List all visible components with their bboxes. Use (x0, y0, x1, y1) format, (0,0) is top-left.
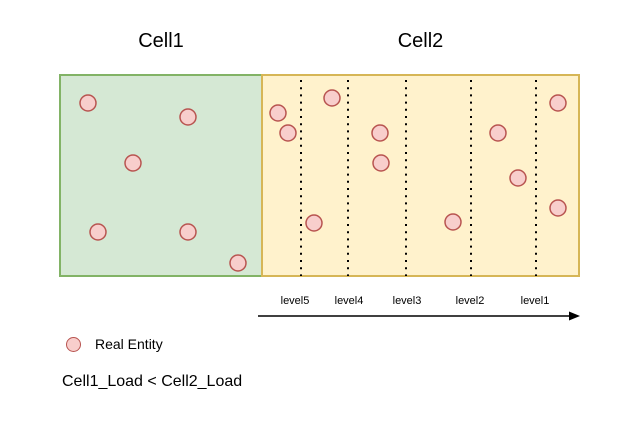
level-label-level4: level4 (335, 295, 364, 307)
entity-dot (509, 169, 527, 187)
cell2-region (261, 74, 580, 277)
entity-dot (372, 154, 390, 172)
entity-dot (79, 94, 97, 112)
entity-dot (489, 124, 507, 142)
load-comparison-text: Cell1_Load < Cell2_Load (62, 373, 243, 390)
legend-label: Real Entity (95, 336, 163, 352)
level-axis-arrowhead-icon (569, 311, 580, 321)
entity-dot (124, 154, 142, 172)
entity-dot (371, 124, 389, 142)
entity-dot (279, 124, 297, 142)
entity-dot (229, 254, 247, 272)
entity-dot (179, 108, 197, 126)
cell2-title: Cell2 (397, 30, 444, 52)
entity-dot (305, 214, 323, 232)
level-label-level5: level5 (281, 295, 310, 307)
entity-dot (179, 223, 197, 241)
legend: Real Entity (66, 336, 163, 352)
entity-dot (549, 199, 567, 217)
entity-dot (269, 104, 287, 122)
entity-dot (549, 94, 567, 112)
entity-dot (444, 213, 462, 231)
level-label-level1: level1 (521, 295, 550, 307)
cell1-title: Cell1 (138, 30, 184, 52)
entity-dot (89, 223, 107, 241)
level-label-level2: level2 (456, 295, 485, 307)
real-entity-icon (66, 336, 81, 352)
entity-dot (323, 89, 341, 107)
level-label-level3: level3 (393, 295, 422, 307)
